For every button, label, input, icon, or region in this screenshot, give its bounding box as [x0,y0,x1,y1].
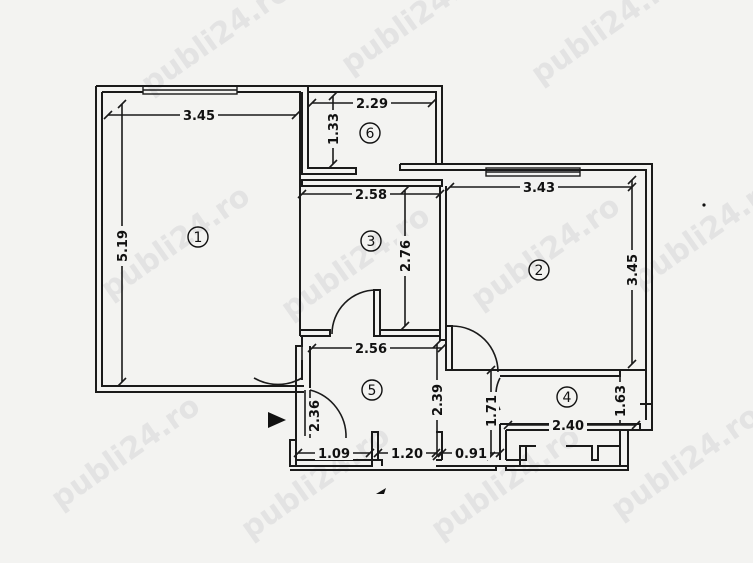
dim-room6-width: 2.29 [356,97,388,112]
dimension-labels: 3.45 5.19 2.29 1.33 2.58 2.76 3.43 3.45 … [114,96,641,462]
room-labels: 1 2 3 4 5 6 [187,122,578,408]
svg-text:3: 3 [367,234,376,250]
dim-room1-width: 3.45 [183,109,215,124]
room-label-2: 2 [528,259,550,281]
dim-bottom-left: 1.09 [318,447,350,462]
walls [95,85,653,471]
svg-text:1: 1 [194,230,203,246]
dim-room1-length: 5.19 [116,230,131,262]
room-label-4: 4 [556,386,578,408]
room-label-3: 3 [360,230,382,252]
dim-hall-length: 1.71 [485,395,500,427]
dim-room4-length: 1.63 [614,385,629,417]
watermark-text: publi24.ro [465,188,627,316]
door-room-1 [253,377,303,386]
watermark-text: publi24.ro [525,0,687,92]
dim-bottom-right: 0.91 [455,447,487,462]
svg-text:6: 6 [366,126,375,142]
dim-room3-width: 2.58 [355,188,387,203]
door-room-2 [451,325,499,373]
dim-room5-width: 2.56 [355,342,387,357]
ink-mark [376,488,386,494]
dim-room5-length: 2.39 [431,384,446,416]
ink-dot [702,203,706,207]
dim-bottom-mid: 1.20 [391,447,423,462]
room-label-6: 6 [359,122,381,144]
watermark-text: publi24.ro [335,0,497,82]
watermark-text: publi24.ro [45,388,207,516]
entrance-door [309,389,347,439]
entrance-arrow-icon [268,412,286,428]
dim-entrance-length: 2.36 [308,400,323,432]
svg-text:4: 4 [563,390,572,406]
door-room-3 [331,289,377,335]
svg-text:5: 5 [368,383,377,399]
room-label-5: 5 [361,379,383,401]
dim-room4-width: 2.40 [552,419,584,434]
svg-text:2: 2 [535,263,544,279]
dim-room2-length: 3.45 [626,254,641,286]
dim-room6-length: 1.33 [327,113,342,145]
room-label-1: 1 [187,226,209,248]
dim-room3-length: 2.76 [399,240,414,272]
dim-room2-width: 3.43 [523,181,555,196]
watermark-text: publi24.ro [625,168,753,296]
